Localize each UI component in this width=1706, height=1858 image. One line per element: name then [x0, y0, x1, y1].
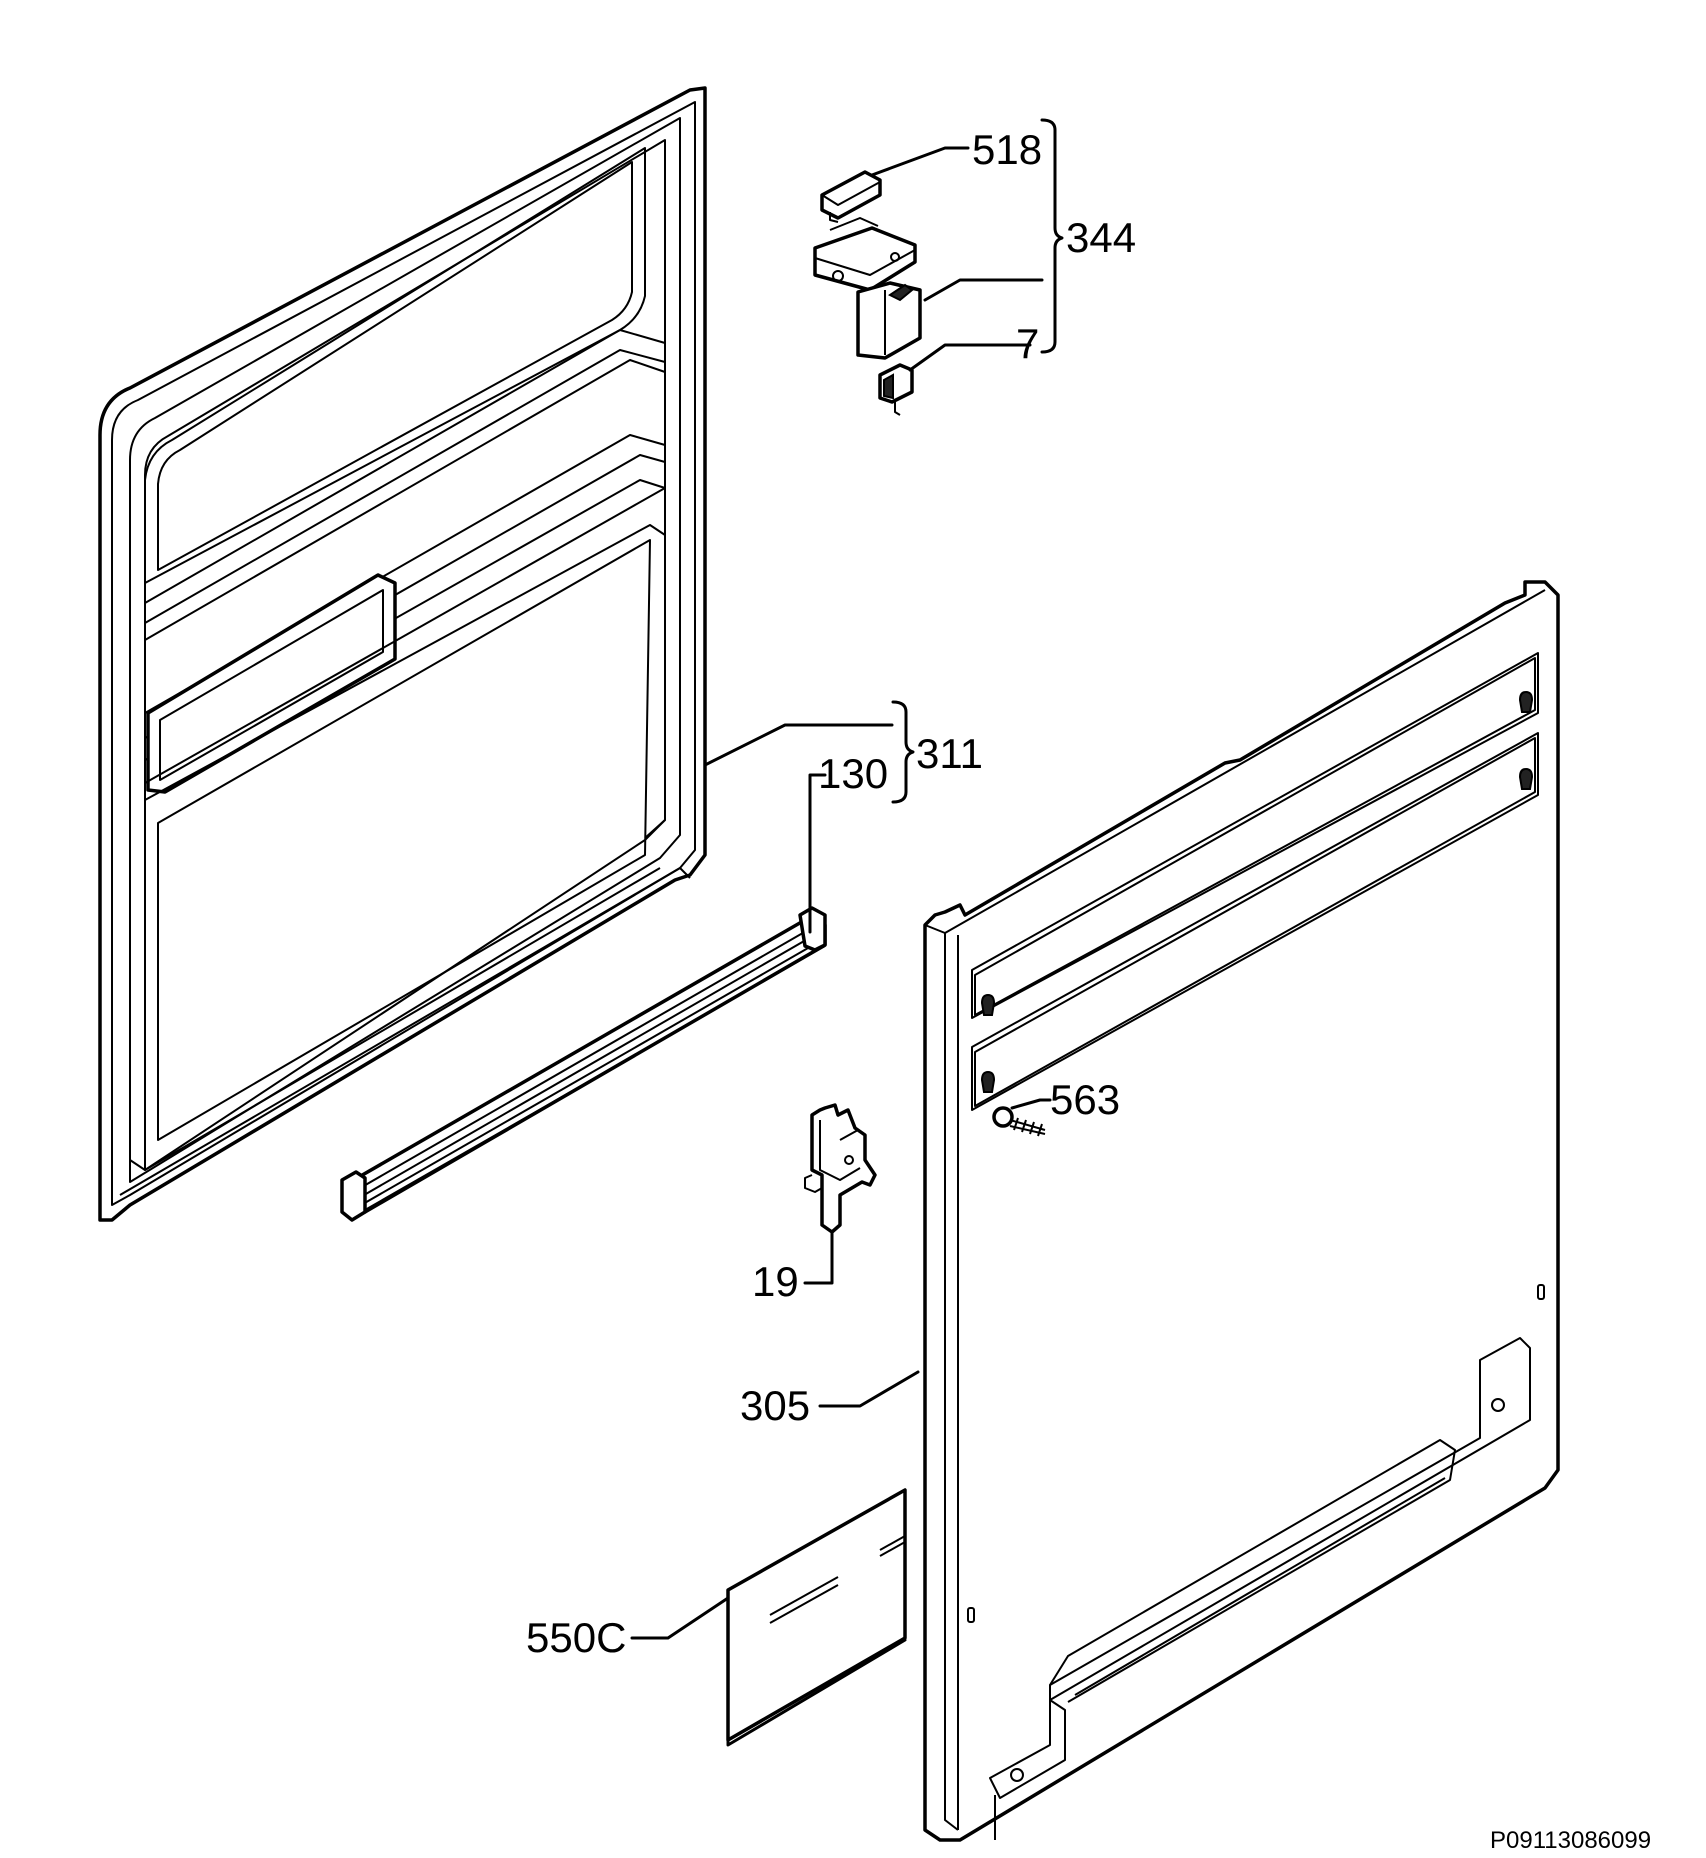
screw [992, 1106, 1046, 1137]
bracket-311 [891, 700, 915, 804]
diagram-code: P09113086099 [1490, 1827, 1651, 1854]
label-518: 518 [972, 126, 1042, 173]
label-305: 305 [740, 1382, 810, 1429]
outer-door-panel [923, 580, 1560, 1842]
bracket-344 [1040, 118, 1064, 354]
label-550c: 550C [526, 1614, 626, 1661]
latch-assembly [813, 170, 922, 416]
plinth-panel [726, 1488, 907, 1747]
label-19: 19 [752, 1258, 799, 1305]
door-seal-strip [340, 906, 827, 1222]
label-130: 130 [818, 750, 888, 797]
door-bracket [804, 1103, 877, 1234]
label-563: 563 [1050, 1076, 1120, 1123]
leader-lines [630, 146, 1052, 1640]
label-344: 344 [1066, 214, 1136, 261]
label-7: 7 [1016, 320, 1039, 367]
inner-door-panel [98, 86, 707, 1222]
label-311: 311 [916, 730, 983, 777]
